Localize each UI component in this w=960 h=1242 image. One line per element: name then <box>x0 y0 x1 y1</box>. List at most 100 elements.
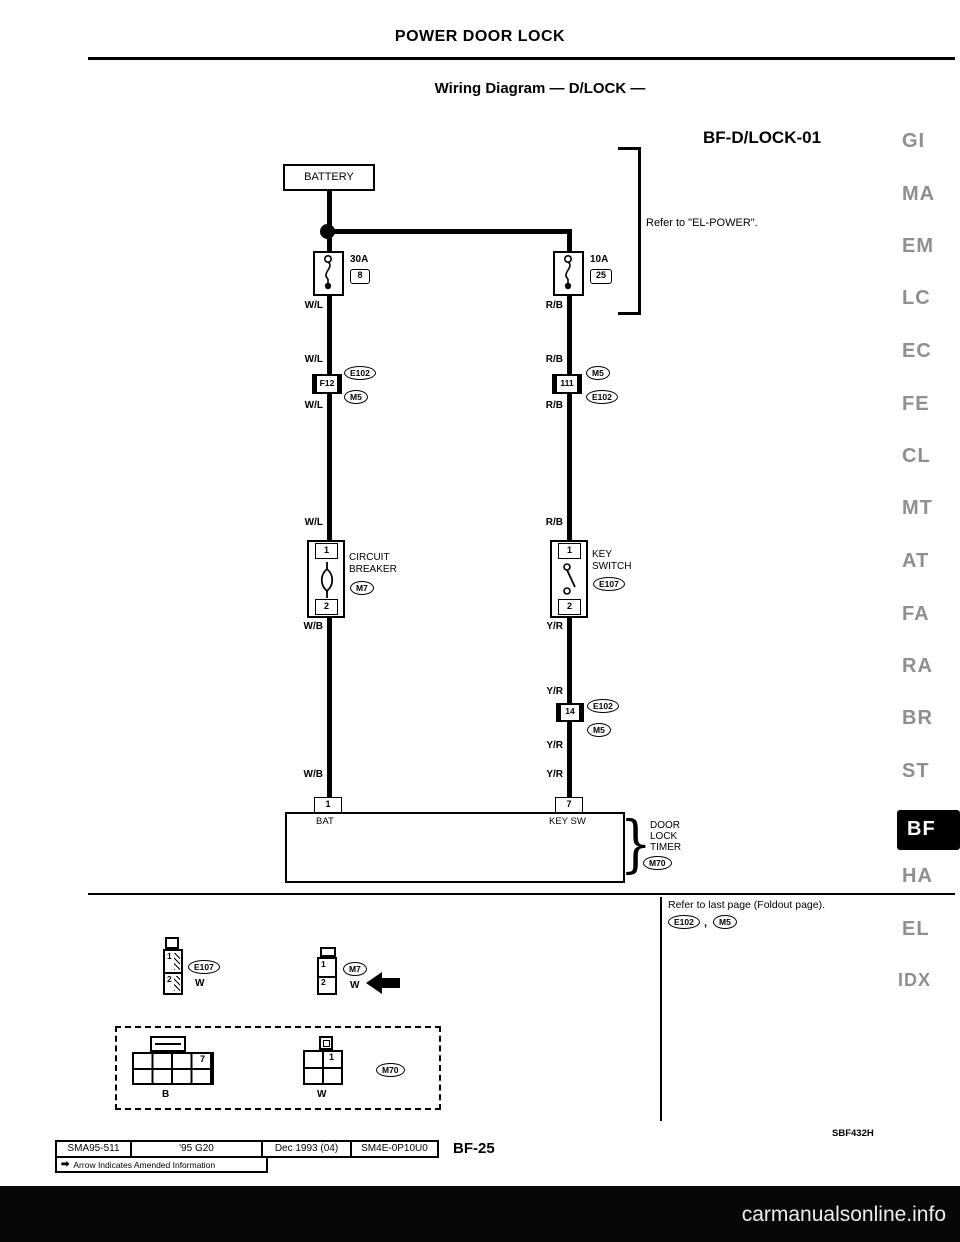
connector-detail-body <box>163 949 183 995</box>
diagram-id: BF-D/LOCK-01 <box>703 128 822 147</box>
tab-el: EL <box>902 918 930 940</box>
el-power-note: Refer to "EL-POWER". <box>646 217 758 229</box>
watermark-text: carmanualsonline.info <box>741 1203 946 1226</box>
connector-detail-tab <box>150 1036 186 1052</box>
diagram-title: Wiring Diagram — D/LOCK — <box>434 80 646 97</box>
junction-dot <box>320 224 335 239</box>
detail-wire-color: W <box>350 980 360 991</box>
timer-name-line1: DOOR <box>650 820 680 831</box>
fuse-right-slot: 25 <box>590 269 612 284</box>
connector-ref-oval: M7 <box>350 581 374 595</box>
header-rule <box>88 57 955 60</box>
key-switch-symbol-icon <box>563 563 576 595</box>
revision-cell: Dec 1993 (04) <box>261 1140 352 1158</box>
connector-detail-tab <box>165 937 179 949</box>
tab-mt: MT <box>902 497 933 519</box>
connector-ref-oval: M5 <box>586 366 610 380</box>
amended-left-arrow-icon <box>366 972 400 994</box>
connector-ref-oval: M7 <box>343 962 367 976</box>
tab-bf-active: BF <box>897 810 960 850</box>
foldout-divider-line <box>660 897 662 1121</box>
timer-name-line3: TIMER <box>650 842 682 853</box>
connector-ref-oval: M5 <box>344 390 368 404</box>
section-rule <box>88 893 955 895</box>
connector-detail-body <box>317 957 337 995</box>
connector-detail-tab <box>320 947 336 957</box>
breaker-name-line1: CIRCUIT <box>349 552 390 563</box>
el-power-bracket <box>618 147 641 315</box>
connector-tab-line <box>155 1043 181 1045</box>
watermark-bar: carmanualsonline.info <box>0 1186 960 1242</box>
detail-wire-color: W <box>195 978 205 989</box>
revision-table: SMA95-511 '95 G20 Dec 1993 (04) SM4E-0P1… <box>55 1140 439 1158</box>
detail-pin-number: 7 <box>200 1054 206 1064</box>
tab-ec: EC <box>902 340 932 362</box>
breaker-symbol-icon <box>320 562 334 598</box>
connector-tab-inner <box>323 1040 330 1047</box>
tab-at: AT <box>902 550 930 572</box>
tab-lc: LC <box>902 287 931 309</box>
connector-ref-oval: E102 <box>587 699 619 713</box>
key-switch-name-line1: KEY <box>592 549 613 560</box>
wire-left-fuse-to-connector <box>327 294 332 376</box>
tab-st: ST <box>902 760 930 782</box>
connector-detail-body <box>132 1052 214 1085</box>
door-lock-timer-box <box>285 812 625 883</box>
tab-br: BR <box>902 707 933 729</box>
wire-label: W/B <box>303 769 323 780</box>
wire-label: Y/R <box>546 621 563 632</box>
timer-brace-icon: } <box>619 807 652 880</box>
wire-label: W/L <box>304 400 323 411</box>
tab-fa: FA <box>902 603 930 625</box>
page-header-title: POWER DOOR LOCK <box>394 28 566 45</box>
connector-ref-oval: M70 <box>376 1063 405 1077</box>
wire-label: R/B <box>545 300 563 311</box>
connector-ref-oval: E102 <box>586 390 618 404</box>
fuse-left-box <box>313 251 344 296</box>
tab-ra: RA <box>902 655 933 677</box>
tab-gi: GI <box>902 130 926 152</box>
timer-name-line2: LOCK <box>650 831 678 842</box>
wire-left-connector-to-breaker <box>327 392 332 542</box>
inline-connector-right-lower: 14 <box>556 703 584 722</box>
wire-label: Y/R <box>546 769 563 780</box>
connector-ref-oval: M5 <box>587 723 611 737</box>
figure-code: SBF432H <box>832 1128 874 1139</box>
fuse-left-amp: 30A <box>350 254 369 265</box>
connector-hatch <box>174 976 180 991</box>
wire-connector-to-timer <box>567 721 572 799</box>
amended-note-text: Arrow Indicates Amended Information <box>73 1159 216 1170</box>
timer-terminal-label-keysw: KEY SW <box>549 816 586 827</box>
tab-cl: CL <box>902 445 931 467</box>
wire-label: Y/R <box>546 686 563 697</box>
wire-right-connector-to-keyswitch <box>567 392 572 542</box>
fuse-right-amp: 10A <box>590 254 609 265</box>
battery-box: BATTERY <box>283 164 375 191</box>
fuse-symbol-icon <box>564 254 573 290</box>
connector-cell-divider <box>319 976 335 978</box>
wire-label: W/B <box>303 621 323 632</box>
connector-ref-oval: E102 <box>344 366 376 380</box>
tab-ma: MA <box>902 183 936 205</box>
connector-cell-divider <box>165 972 181 974</box>
connector-ref-oval: E107 <box>188 960 220 974</box>
breaker-name-line2: BREAKER <box>349 564 397 575</box>
timer-pin-bat: 1 <box>314 797 342 814</box>
key-switch-pin-top: 1 <box>558 543 581 559</box>
tab-idx: IDX <box>898 970 932 990</box>
key-switch-name-line2: SWITCH <box>592 561 632 572</box>
key-switch-pin-bottom: 2 <box>558 599 581 615</box>
connector-detail-tab <box>319 1036 333 1050</box>
wire-keyswitch-to-connector <box>567 616 572 705</box>
wire-right-fuse-to-connector <box>567 294 572 376</box>
connector-ref-oval: M70 <box>643 856 672 870</box>
inline-connector-right: 111 <box>552 374 582 394</box>
fuse-right-box <box>553 251 584 296</box>
timer-terminal-label-bat: BAT <box>316 816 334 827</box>
connector-ref-oval: E107 <box>593 577 625 591</box>
tab-bf-label: BF <box>907 818 936 840</box>
connector-ref-oval: E102 <box>668 915 700 929</box>
foldout-separator: , <box>704 917 708 929</box>
tab-fe: FE <box>902 393 930 415</box>
